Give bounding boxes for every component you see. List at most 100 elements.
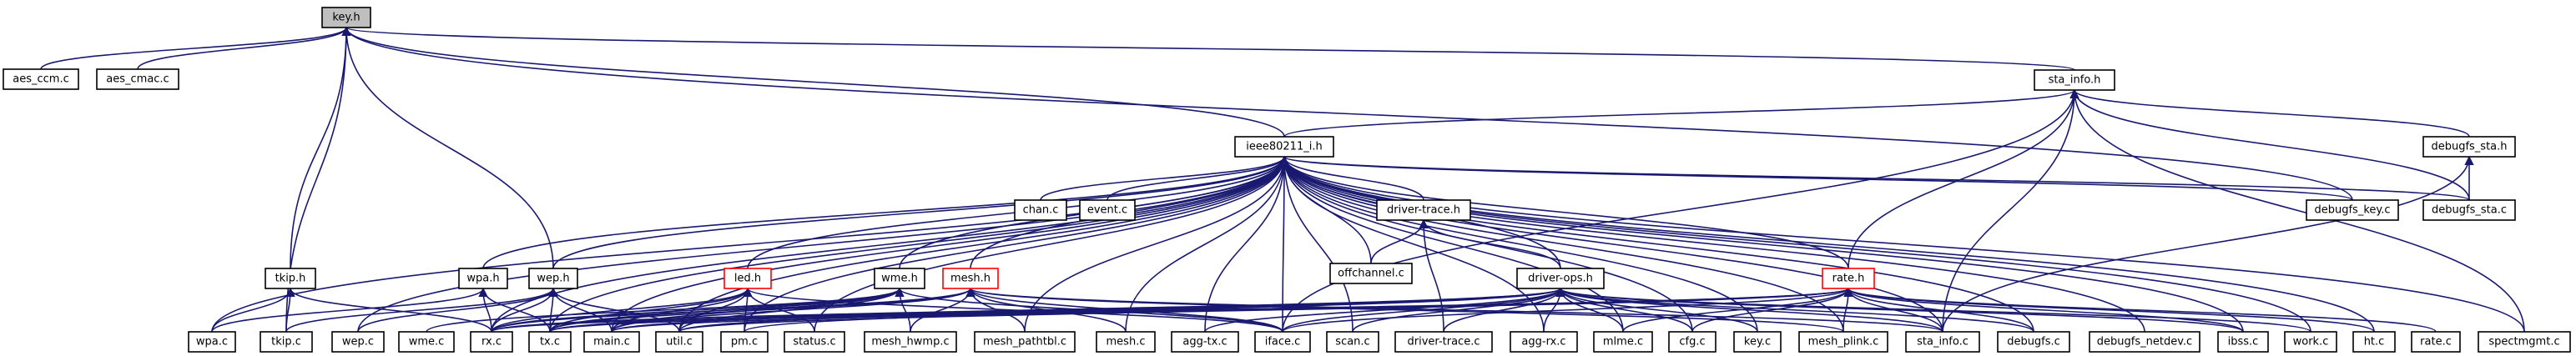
node-led_h[interactable]: led.h [723,268,772,289]
node-label: work.c [2293,336,2329,348]
node-box [265,268,316,289]
node-box [331,331,385,353]
node-chan_c[interactable]: chan.c [1014,199,1067,221]
edge-main_c-to-led_h [611,287,753,333]
edge-wep_c-to-wep_h [357,287,558,333]
edge-debugfs_sta_h-to-sta_info_h [2069,88,2470,138]
node-rate_c[interactable]: rate.c [2411,331,2461,353]
node-debugfs_sta_c[interactable]: debugfs_sta.c [2422,199,2516,221]
node-agg_rx_c[interactable]: agg-rx.c [1510,331,1578,353]
node-box [1510,331,1578,353]
node-mesh_plink_c[interactable]: mesh_plink.c [1798,331,1888,353]
node-box [1733,331,1782,353]
node-mesh_hwmp_c[interactable]: mesh_hwmp.c [864,331,957,353]
node-main_c[interactable]: main.c [583,331,640,353]
node-debugfs_key_c[interactable]: debugfs_key.c [2306,199,2399,221]
edge-iface_c-to-driver_ops_h [1282,287,1565,333]
node-box [528,331,572,353]
node-key_c[interactable]: key.c [1733,331,1782,353]
node-label: wep.h [537,273,569,285]
node-tkip_c[interactable]: tkip.c [260,331,313,353]
node-agg_tx_c[interactable]: agg-tx.c [1171,331,1239,353]
node-wpa_c[interactable]: wpa.c [188,331,236,353]
node-ht_c[interactable]: ht.c [2352,331,2396,353]
node-debugfs_sta_h[interactable]: debugfs_sta.h [2422,136,2516,158]
node-label: debugfs_key.c [2314,204,2390,217]
node-tx_c[interactable]: tx.c [528,331,572,353]
edge-debugfs_sta_c-to-sta_info_h [2069,88,2470,201]
edge-iface_c-to-ieee80211_i_h [1279,155,1289,333]
node-driver_ops_h[interactable]: driver-ops.h [1516,268,1605,289]
edge-rx_c-to-tkip_h [285,287,492,333]
node-tkip_h[interactable]: tkip.h [265,268,316,289]
node-mesh_c[interactable]: mesh.c [1096,331,1156,353]
node-spectmgmt_c[interactable]: spectmgmt.c [2478,331,2571,353]
node-box [1329,263,1413,284]
node-label: mlme.c [1603,336,1643,348]
node-label: ieee80211_i.h [1246,141,1322,153]
node-pm_c[interactable]: pm.c [720,331,769,353]
node-aes_cmac_c[interactable]: aes_cmac.c [96,68,179,90]
node-box [723,268,772,289]
node-cfg_c[interactable]: cfg.c [1668,331,1716,353]
edge-util_c-to-ieee80211_i_h [678,155,1289,333]
edge-tx_c-to-wpa_h [478,287,551,333]
node-status_c[interactable]: status.c [784,331,845,353]
edge-rate_c-to-rate_h [1843,287,2437,333]
node-wep_h[interactable]: wep.h [528,268,578,289]
edge-rate_h-to-ieee80211_i_h [1279,155,1849,269]
node-box [1593,331,1653,353]
node-label: aes_cmac.c [106,73,169,86]
node-mesh_h[interactable]: mesh.h [942,268,999,289]
node-scan_c[interactable]: scan.c [1326,331,1379,353]
edge-mlme_c-to-rate_h [1622,287,1853,333]
node-aes_ccm_c[interactable]: aes_ccm.c [3,68,79,90]
node-iface_c[interactable]: iface.c [1254,331,1311,353]
edge-sta_info_c-to-driver_ops_h [1555,287,1943,333]
node-mesh_pathtbl_c[interactable]: mesh_pathtbl.c [974,331,1076,353]
node-box [1234,136,1334,158]
node-driver_trace_h[interactable]: driver-trace.h [1376,199,1471,221]
node-box [458,268,508,289]
node-debugfs_netdev_c[interactable]: debugfs_netdev.c [2089,331,2200,353]
node-box [1376,199,1471,221]
node-label: sta_info.c [1917,336,1969,348]
node-label: agg-rx.c [1521,336,1565,348]
node-driver_trace_c[interactable]: driver-trace.c [1394,331,1493,353]
edge-mesh_plink_c-to-ieee80211_i_h [1279,155,1844,333]
edge-agg_rx_c-to-ieee80211_i_h [1279,155,1545,333]
node-label: pm.c [731,336,758,348]
node-rate_h[interactable]: rate.h [1822,268,1875,289]
node-debugfs_c[interactable]: debugfs.c [1997,331,2070,353]
node-wme_h[interactable]: wme.h [874,268,925,289]
node-wep_c[interactable]: wep.c [331,331,385,353]
node-sta_info_c[interactable]: sta_info.c [1905,331,1980,353]
node-box [974,331,1076,353]
node-offchannel_c[interactable]: offchannel.c [1329,263,1413,284]
node-event_c[interactable]: event.c [1079,199,1136,221]
edge-wep_h-to-key_h [341,26,554,269]
node-box [864,331,957,353]
edge-chan_c-to-ieee80211_i_h [1040,155,1289,201]
node-sta_info_h[interactable]: sta_info.h [2034,69,2115,91]
node-wme_c[interactable]: wme.c [398,331,455,353]
node-rx_c[interactable]: rx.c [470,331,513,353]
edge-rx_c-to-led_h [491,287,753,333]
node-box [2411,331,2461,353]
node-ibss_c[interactable]: ibss.c [2217,331,2269,353]
edge-cfg_c-to-driver_ops_h [1555,287,1693,333]
node-wpa_h[interactable]: wpa.h [458,268,508,289]
node-box [655,331,703,353]
node-ieee80211_i_h[interactable]: ieee80211_i.h [1234,136,1334,158]
node-box [2089,331,2200,353]
node-box [1096,331,1156,353]
node-util_c[interactable]: util.c [655,331,703,353]
edge-driver_ops_h-to-driver_trace_h [1419,218,1561,269]
node-mlme_c[interactable]: mlme.c [1593,331,1653,353]
node-work_c[interactable]: work.c [2284,331,2337,353]
node-label: key.c [1744,336,1771,348]
node-key_h[interactable]: key.h [321,7,371,28]
edges-layer [40,26,2525,333]
edge-offchannel_c-to-driver_trace_h [1370,218,1429,264]
node-label: rate.h [1832,273,1865,285]
